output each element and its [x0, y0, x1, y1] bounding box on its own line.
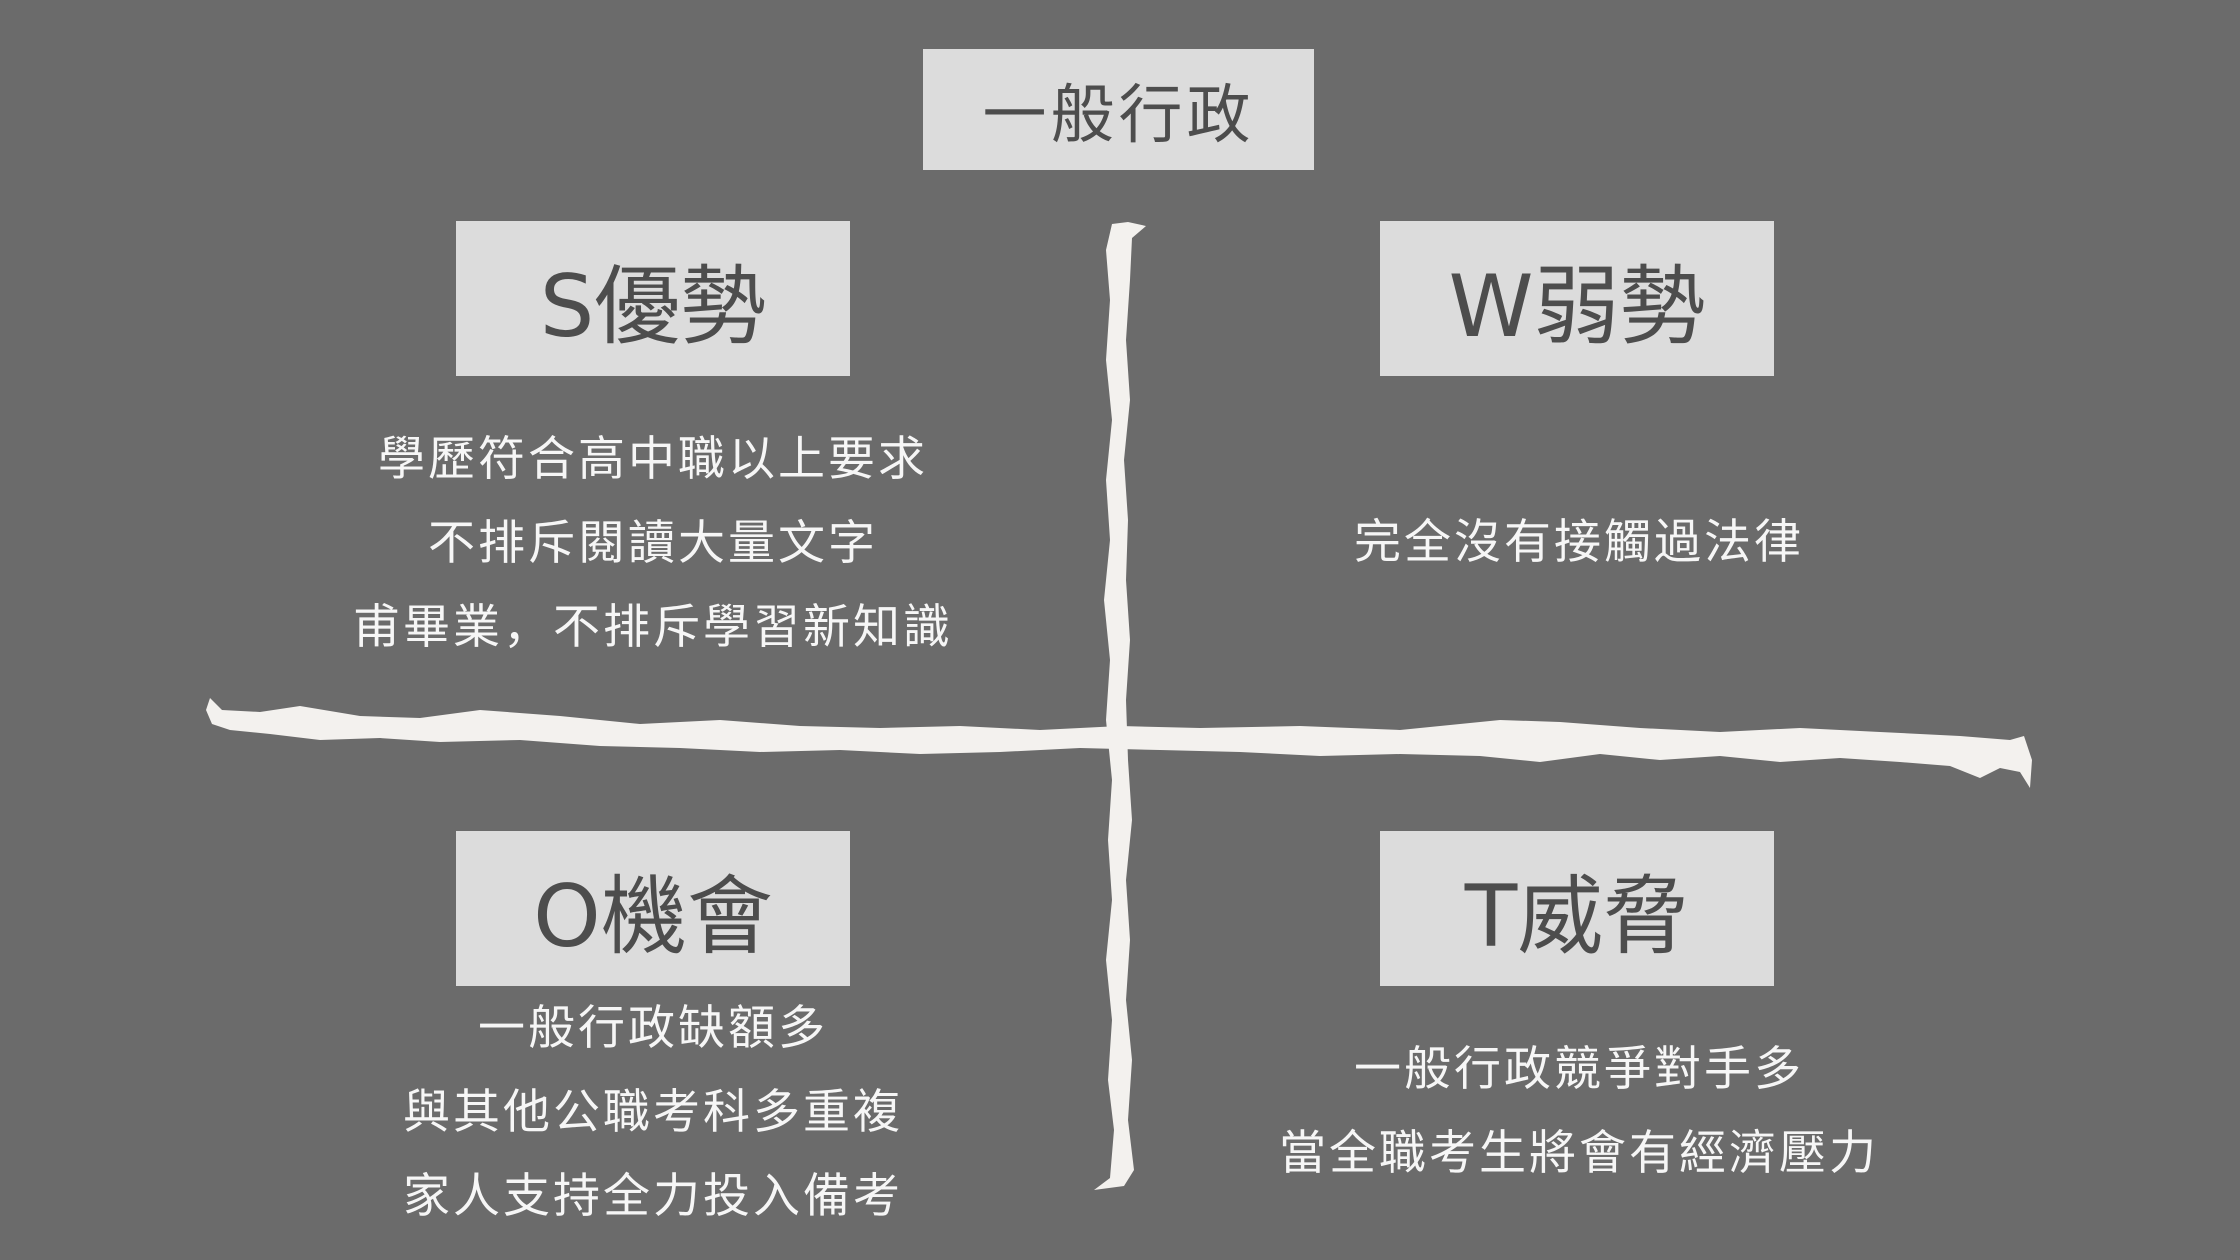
threats-heading: T威脅	[1380, 831, 1774, 986]
threat-item: 一般行政競爭對手多	[1354, 1042, 1804, 1097]
page-title: 一般行政	[923, 49, 1314, 170]
weakness-item: 完全沒有接觸過法律	[1354, 515, 1804, 570]
opportunities-heading: O機會	[456, 831, 850, 986]
strengths-list: 學歷符合高中職以上要求 不排斥閱讀大量文字 甫畢業，不排斥學習新知識	[203, 418, 1103, 670]
weaknesses-heading: W弱勢	[1380, 221, 1774, 376]
opportunity-item: 與其他公職考科多重複	[403, 1085, 903, 1140]
strength-item: 學歷符合高中職以上要求	[378, 432, 928, 487]
opportunity-item: 家人支持全力投入備考	[403, 1169, 903, 1224]
opportunity-item: 一般行政缺額多	[478, 1001, 828, 1056]
threat-item: 當全職考生將會有經濟壓力	[1279, 1126, 1879, 1181]
vertical-brush-stroke	[1094, 222, 1146, 1190]
opportunities-list: 一般行政缺額多 與其他公職考科多重複 家人支持全力投入備考	[203, 987, 1103, 1239]
strength-item: 甫畢業，不排斥學習新知識	[353, 600, 953, 655]
threats-list: 一般行政競爭對手多 當全職考生將會有經濟壓力	[1129, 1028, 2029, 1196]
strength-item: 不排斥閱讀大量文字	[428, 516, 878, 571]
weaknesses-list: 完全沒有接觸過法律	[1129, 501, 2029, 585]
strengths-heading: S優勢	[456, 221, 850, 376]
